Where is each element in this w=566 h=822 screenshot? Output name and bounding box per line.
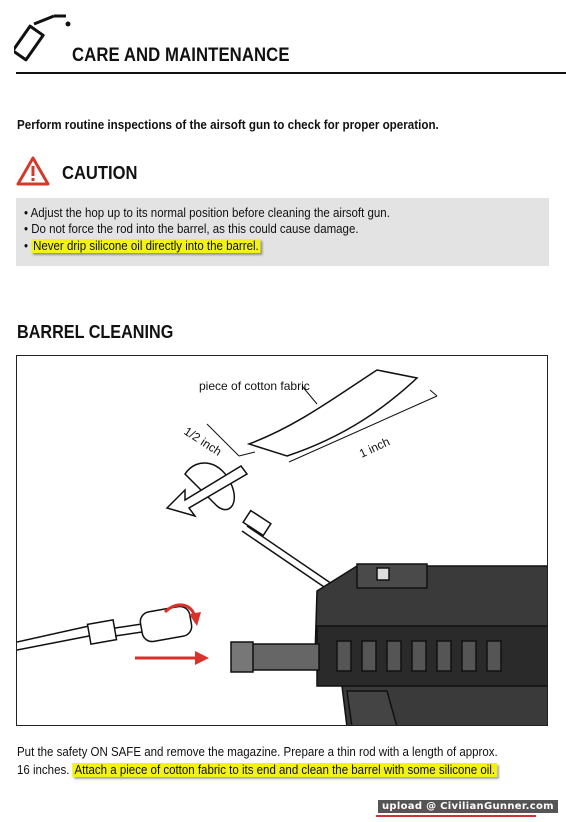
warning-triangle-icon <box>16 156 50 186</box>
barrel-cleaning-figure: piece of cotton fabric 1/2 inch 1 inch <box>16 355 548 726</box>
instruction-line-2: 16 inches. Attach a piece of cotton fabr… <box>17 763 497 777</box>
bullet: • <box>24 239 29 253</box>
page-title: CARE AND MAINTENANCE <box>72 45 290 66</box>
watermark-underline <box>376 815 536 817</box>
cleaning-illustration <box>17 369 547 725</box>
pull-arrow <box>165 465 249 518</box>
caution-item-highlighted: • Never drip silicone oil directly into … <box>24 239 261 253</box>
caution-item-text: Never drip silicone oil directly into th… <box>31 239 261 253</box>
cotton-fabric-strip <box>246 369 419 457</box>
instruction-line-1: Put the safety ON SAFE and remove the ma… <box>17 745 498 759</box>
dimension-lines <box>206 385 438 463</box>
oil-bottle-icon <box>14 14 71 62</box>
caution-item: • Do not force the rod into the barrel, … <box>24 222 359 236</box>
caution-heading: CAUTION <box>62 163 138 183</box>
caution-item-text: Adjust the hop up to its normal position… <box>30 206 390 220</box>
airsoft-gun <box>230 563 547 725</box>
cleaning-rod-upper <box>184 462 336 592</box>
bullet: • <box>24 206 29 220</box>
caution-box: • Adjust the hop up to its normal positi… <box>16 198 549 266</box>
header-divider <box>16 72 566 74</box>
caution-item: • Adjust the hop up to its normal positi… <box>24 206 390 220</box>
bullet: • <box>24 222 29 236</box>
section-title: BARREL CLEANING <box>17 322 174 342</box>
instruction-highlight: Attach a piece of cotton fabric to its e… <box>72 763 497 777</box>
intro-text: Perform routine inspections of the airso… <box>17 118 439 132</box>
cleaning-rod-lower <box>17 605 193 651</box>
insert-arrow <box>135 651 209 665</box>
caution-item-text: Do not force the rod into the barrel, as… <box>31 222 359 236</box>
fabric-label: piece of cotton fabric <box>199 379 310 393</box>
watermark: upload @ CivilianGunner.com <box>378 800 558 813</box>
instruction-plain: 16 inches. <box>17 763 70 777</box>
